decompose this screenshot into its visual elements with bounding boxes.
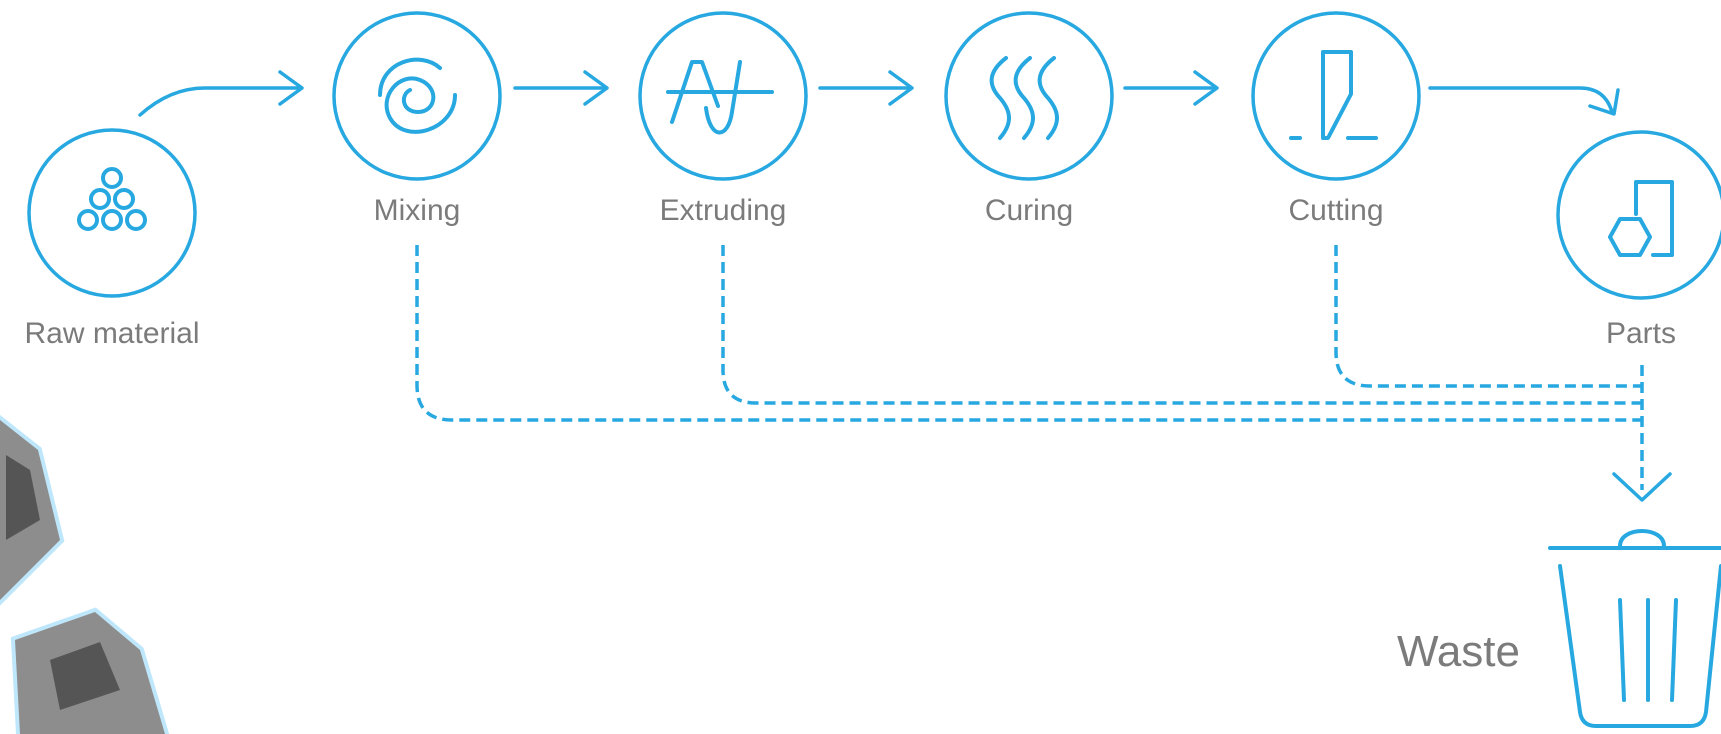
mixing-ring — [332, 11, 502, 181]
step-cutting: Cutting — [1251, 11, 1421, 227]
mixing-label: Mixing — [374, 194, 461, 227]
step-waste: Waste — [1397, 529, 1721, 728]
extruding-label: Extruding — [660, 194, 787, 227]
extruding-ring — [638, 11, 808, 181]
blade-icon — [1289, 50, 1378, 140]
extrusion-icon — [666, 60, 774, 135]
curing-label: Curing — [985, 194, 1073, 227]
trash-bin-icon — [1548, 529, 1721, 728]
arrow-cutting-to-parts — [1428, 86, 1614, 114]
waste-line-mixing — [415, 245, 1642, 422]
step-mixing: Mixing — [332, 11, 502, 227]
waste-line-extruding — [721, 245, 1642, 405]
raw-material-ring — [27, 128, 197, 298]
step-raw-material: Raw material — [24, 128, 200, 350]
flow-arrows — [138, 70, 1620, 117]
stacked-circles-icon — [77, 167, 147, 231]
parts-label: Parts — [1606, 317, 1676, 350]
step-parts: Parts — [1556, 130, 1721, 350]
step-extruding: Extruding — [638, 11, 808, 227]
cutting-label: Cutting — [1288, 194, 1383, 227]
heat-waves-icon — [989, 56, 1059, 140]
raw-material-label: Raw material — [24, 317, 199, 350]
arrow-to-waste — [1612, 472, 1672, 502]
concrete-block-image — [0, 414, 170, 734]
waste-line-cutting — [1334, 245, 1642, 388]
curing-ring — [944, 11, 1114, 181]
cutting-ring — [1251, 11, 1421, 181]
arrow-raw-to-mixing — [138, 86, 302, 117]
parts-ring — [1556, 130, 1721, 300]
swirl-icon — [378, 57, 457, 134]
waste-label: Waste — [1397, 627, 1520, 676]
waste-lines — [415, 245, 1672, 502]
shapes-icon — [1608, 180, 1674, 257]
step-curing: Curing — [944, 11, 1114, 227]
